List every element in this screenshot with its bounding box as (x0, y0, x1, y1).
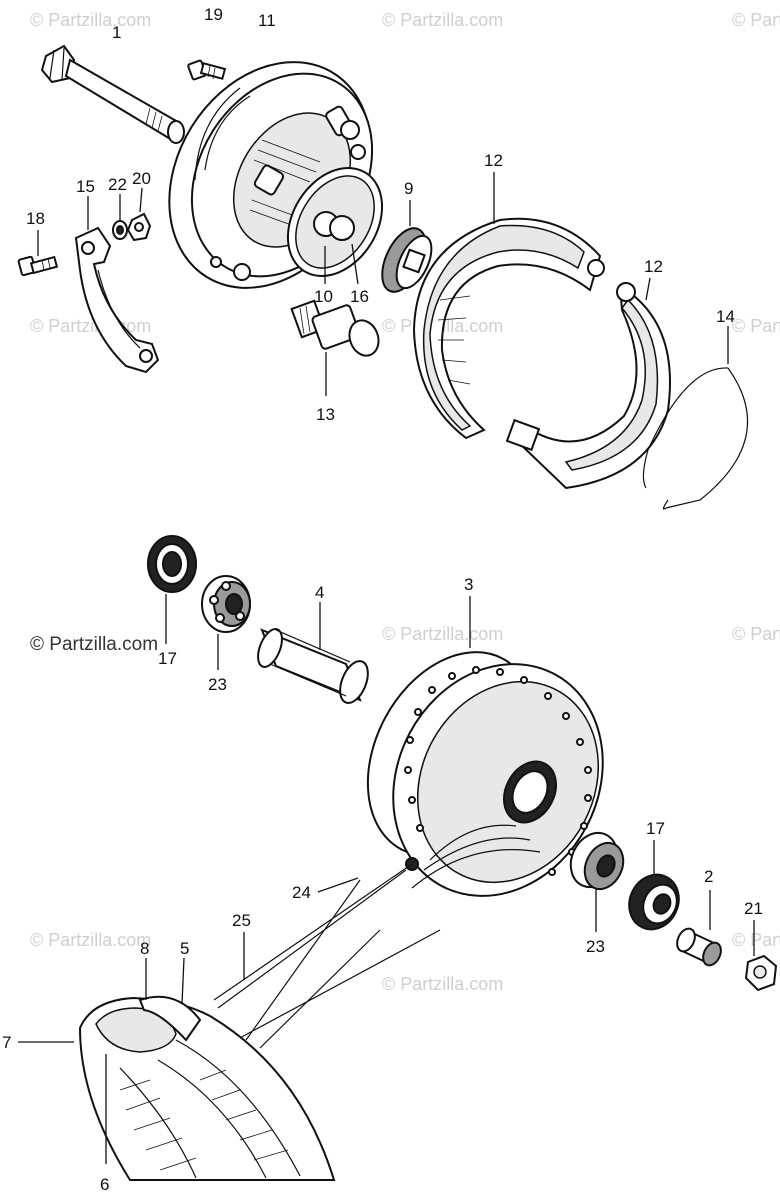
nut-21-part (744, 920, 778, 992)
watermark: © Partzilla.com (30, 930, 151, 950)
spacer-part (257, 602, 369, 704)
bearing-23-left-part (201, 575, 251, 670)
collar-part (676, 890, 722, 967)
label-shoe-right: 12 (644, 257, 663, 276)
label-spoke-24: 24 (292, 883, 311, 902)
watermark: © Partzilla.com (382, 10, 503, 30)
label-rim-band: 8 (140, 939, 149, 958)
spokes-part (213, 863, 441, 1049)
seal-part (286, 167, 384, 285)
label-collar: 2 (704, 867, 713, 886)
tire-assembly-part (18, 957, 336, 1181)
bearing-17-left-part (147, 535, 197, 644)
label-spoke-25: 25 (232, 911, 251, 930)
hub-part (366, 596, 604, 897)
spring-part (642, 326, 749, 510)
watermark-layer: © Partzilla.com © Partzilla.com © Partzi… (30, 10, 780, 994)
label-nut-21: 21 (744, 899, 763, 918)
watermark: © Partzilla.com (732, 930, 780, 950)
watermark: © Partzilla.com (732, 624, 780, 644)
stopper-arm-part (74, 196, 160, 374)
watermark: © Partzilla.com (732, 10, 780, 30)
bearing-23-right-part (569, 831, 625, 932)
label-hub: 3 (464, 575, 473, 594)
label-bearing-23-right: 23 (586, 937, 605, 956)
brake-shoe-right-part (505, 277, 671, 490)
callout-labels: 1 2 3 4 5 6 7 8 9 10 11 12 12 13 14 15 1… (2, 5, 763, 1194)
label-washer-22: 22 (108, 175, 127, 194)
label-bolt-18: 18 (26, 209, 45, 228)
watermark: © Partzilla.com (382, 624, 503, 644)
label-seal-10: 10 (314, 287, 333, 306)
label-seal-16: 16 (350, 287, 369, 306)
gear-part (381, 200, 433, 293)
label-axle: 1 (112, 23, 121, 42)
label-bolt-19: 19 (204, 5, 223, 24)
brake-shoe-left-part (412, 172, 605, 440)
axle-part (40, 44, 185, 144)
label-nut-20: 20 (132, 169, 151, 188)
watermark: © Partzilla.com (732, 316, 780, 336)
bolt-19-part (187, 59, 227, 81)
watermark: © Partzilla.com (30, 316, 151, 336)
label-tube: 5 (180, 939, 189, 958)
label-bearing-17-right: 17 (646, 819, 665, 838)
label-shoe-left: 12 (484, 151, 503, 170)
label-gear: 9 (404, 179, 413, 198)
watermark: © Partzilla.com (382, 974, 503, 994)
cam-part (290, 299, 380, 396)
label-bearing-23-left: 23 (208, 675, 227, 694)
label-spring: 14 (716, 307, 735, 326)
label-stopper-arm: 15 (76, 177, 95, 196)
label-bearing-17-left: 17 (158, 649, 177, 668)
watermark-strong: © Partzilla.com (30, 634, 158, 655)
label-panel: 11 (258, 11, 276, 30)
label-spacer: 4 (315, 583, 324, 602)
label-tire: 6 (100, 1175, 109, 1194)
bearing-17-right-part (628, 840, 680, 931)
label-rim: 7 (2, 1033, 11, 1052)
watermark: © Partzilla.com (30, 10, 151, 30)
small-hardware (17, 187, 152, 277)
label-cam: 13 (316, 405, 335, 424)
